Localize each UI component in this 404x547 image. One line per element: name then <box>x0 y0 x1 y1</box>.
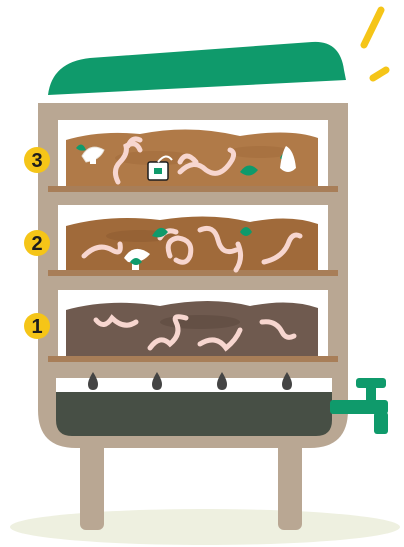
tray-1 <box>48 290 338 362</box>
tier-label-2: 2 <box>31 233 42 255</box>
tray-2 <box>48 205 338 276</box>
tray-3 <box>48 120 338 192</box>
ground-shadow <box>10 509 400 545</box>
tier-badge-3: 3 <box>24 147 50 173</box>
sun-rays-icon <box>364 10 386 78</box>
lid-icon <box>48 42 346 95</box>
tier-label-3: 3 <box>31 150 42 172</box>
tier-badge-1: 1 <box>24 313 50 339</box>
tier-label-1: 1 <box>31 316 42 338</box>
tier-badge-2: 2 <box>24 230 50 256</box>
